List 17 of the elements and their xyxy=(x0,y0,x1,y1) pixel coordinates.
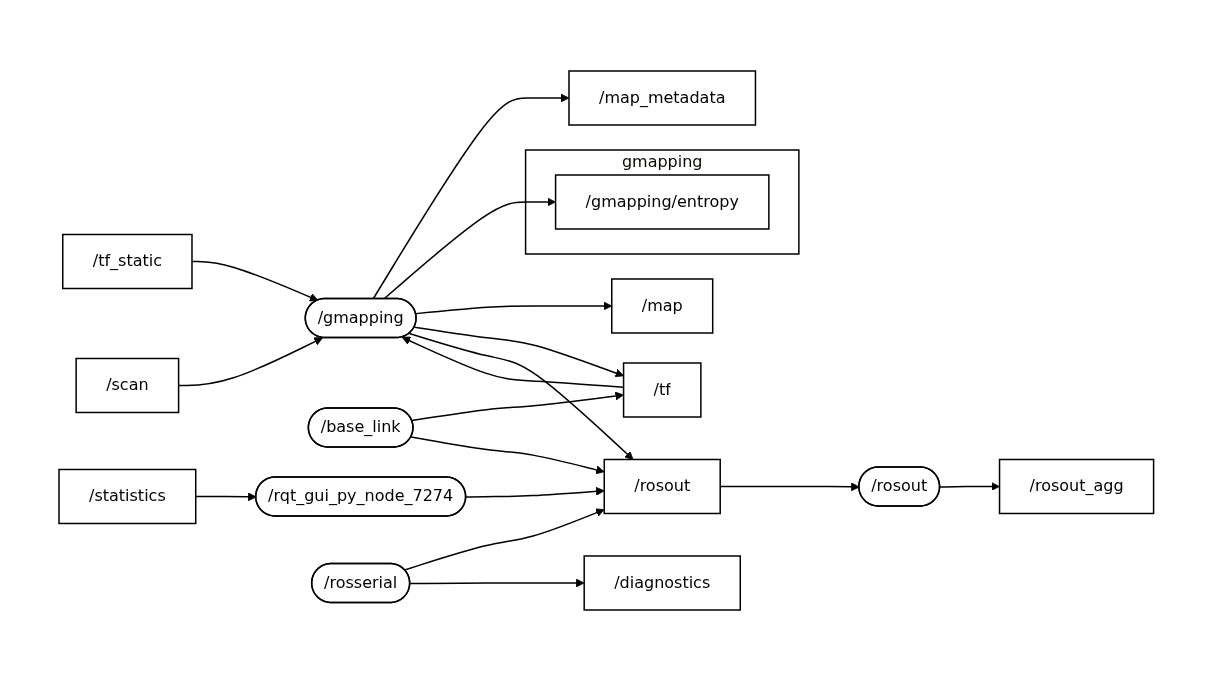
node-box: /diagnostics xyxy=(583,555,741,611)
node-box: /tf_static xyxy=(61,233,193,290)
node-box: /scan xyxy=(75,357,180,414)
node-box: /gmapping/entropy xyxy=(554,174,770,230)
arrow xyxy=(939,482,1000,491)
arrow xyxy=(410,391,624,422)
arrow xyxy=(401,336,624,388)
arrow xyxy=(408,332,634,460)
arrow xyxy=(413,326,624,378)
arrow xyxy=(382,197,556,300)
node-box: /tf xyxy=(622,362,702,418)
node-box: /rosout xyxy=(603,458,721,515)
arrow xyxy=(414,301,612,315)
node-box: /statistics xyxy=(57,468,197,525)
node-box: /rosout_agg xyxy=(998,458,1155,515)
node-box: /map xyxy=(610,278,714,334)
node-box: /map_metadata xyxy=(567,70,756,126)
